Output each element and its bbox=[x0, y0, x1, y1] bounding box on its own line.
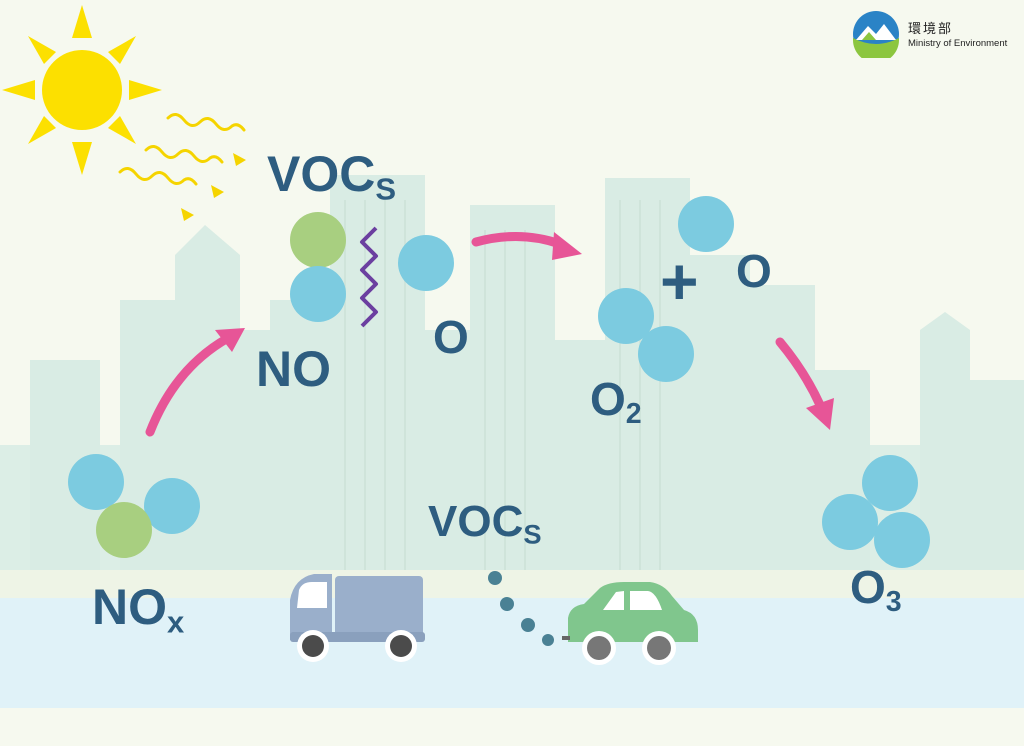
ministry-logo: 環境部 Ministry of Environment bbox=[852, 8, 1022, 58]
o2-atom-1 bbox=[598, 288, 654, 344]
vocs-label-bottom: VOCS bbox=[428, 497, 542, 550]
car-icon bbox=[562, 582, 698, 665]
skyline-windows bbox=[344, 200, 661, 575]
ministry-name-english: Ministry of Environment bbox=[908, 38, 1008, 49]
ministry-emblem-icon bbox=[853, 11, 899, 58]
o3-atom-2 bbox=[822, 494, 878, 550]
nox-oxygen-atom-1 bbox=[68, 454, 124, 510]
no-molecule bbox=[290, 212, 346, 322]
arrow-nox-to-no-head bbox=[215, 328, 245, 352]
o-atom-label-left: O bbox=[433, 311, 469, 363]
nox-label: NOx bbox=[92, 579, 185, 640]
o3-atom-1 bbox=[862, 455, 918, 511]
o3-atom-3 bbox=[874, 512, 930, 568]
ground-bottom bbox=[0, 708, 1024, 746]
vocs-bond-zigzag bbox=[360, 226, 378, 328]
o3-label: O3 bbox=[850, 561, 902, 618]
arrow-nox-to-no bbox=[145, 333, 233, 437]
road-band bbox=[0, 598, 1024, 708]
vocs-label-top: VOCS bbox=[267, 146, 397, 207]
nox-molecule bbox=[68, 454, 200, 558]
nox-oxygen-atom-2 bbox=[144, 478, 200, 534]
o3-molecule bbox=[822, 455, 930, 568]
free-oxygen-atom-left bbox=[398, 235, 454, 291]
o2-molecule bbox=[598, 288, 694, 382]
ministry-name-chinese: 環境部 bbox=[908, 22, 954, 37]
reaction-arrows bbox=[145, 232, 834, 437]
free-oxygen-atom-right bbox=[678, 196, 734, 252]
nox-nitrogen-atom bbox=[96, 502, 152, 558]
arrow-to-o3 bbox=[775, 337, 825, 410]
no-nitrogen-atom bbox=[290, 212, 346, 268]
plus-sign: + bbox=[660, 244, 699, 318]
sunlight-ray-arrowheads bbox=[181, 153, 246, 221]
no-oxygen-atom bbox=[290, 266, 346, 322]
sunlight-rays bbox=[118, 113, 246, 186]
o2-atom-2 bbox=[638, 326, 694, 382]
no-label: NO bbox=[256, 341, 331, 397]
o-atom-label-right: O bbox=[736, 245, 772, 297]
arrow-to-o3-head bbox=[806, 398, 834, 430]
sidewalk-band bbox=[0, 570, 1024, 600]
truck-icon bbox=[290, 574, 425, 662]
sun-icon bbox=[2, 5, 162, 175]
arrow-to-o2 bbox=[471, 232, 565, 249]
arrow-to-o2-head bbox=[552, 232, 582, 260]
o2-label: O2 bbox=[590, 373, 642, 430]
exhaust-puffs-icon bbox=[488, 571, 554, 646]
